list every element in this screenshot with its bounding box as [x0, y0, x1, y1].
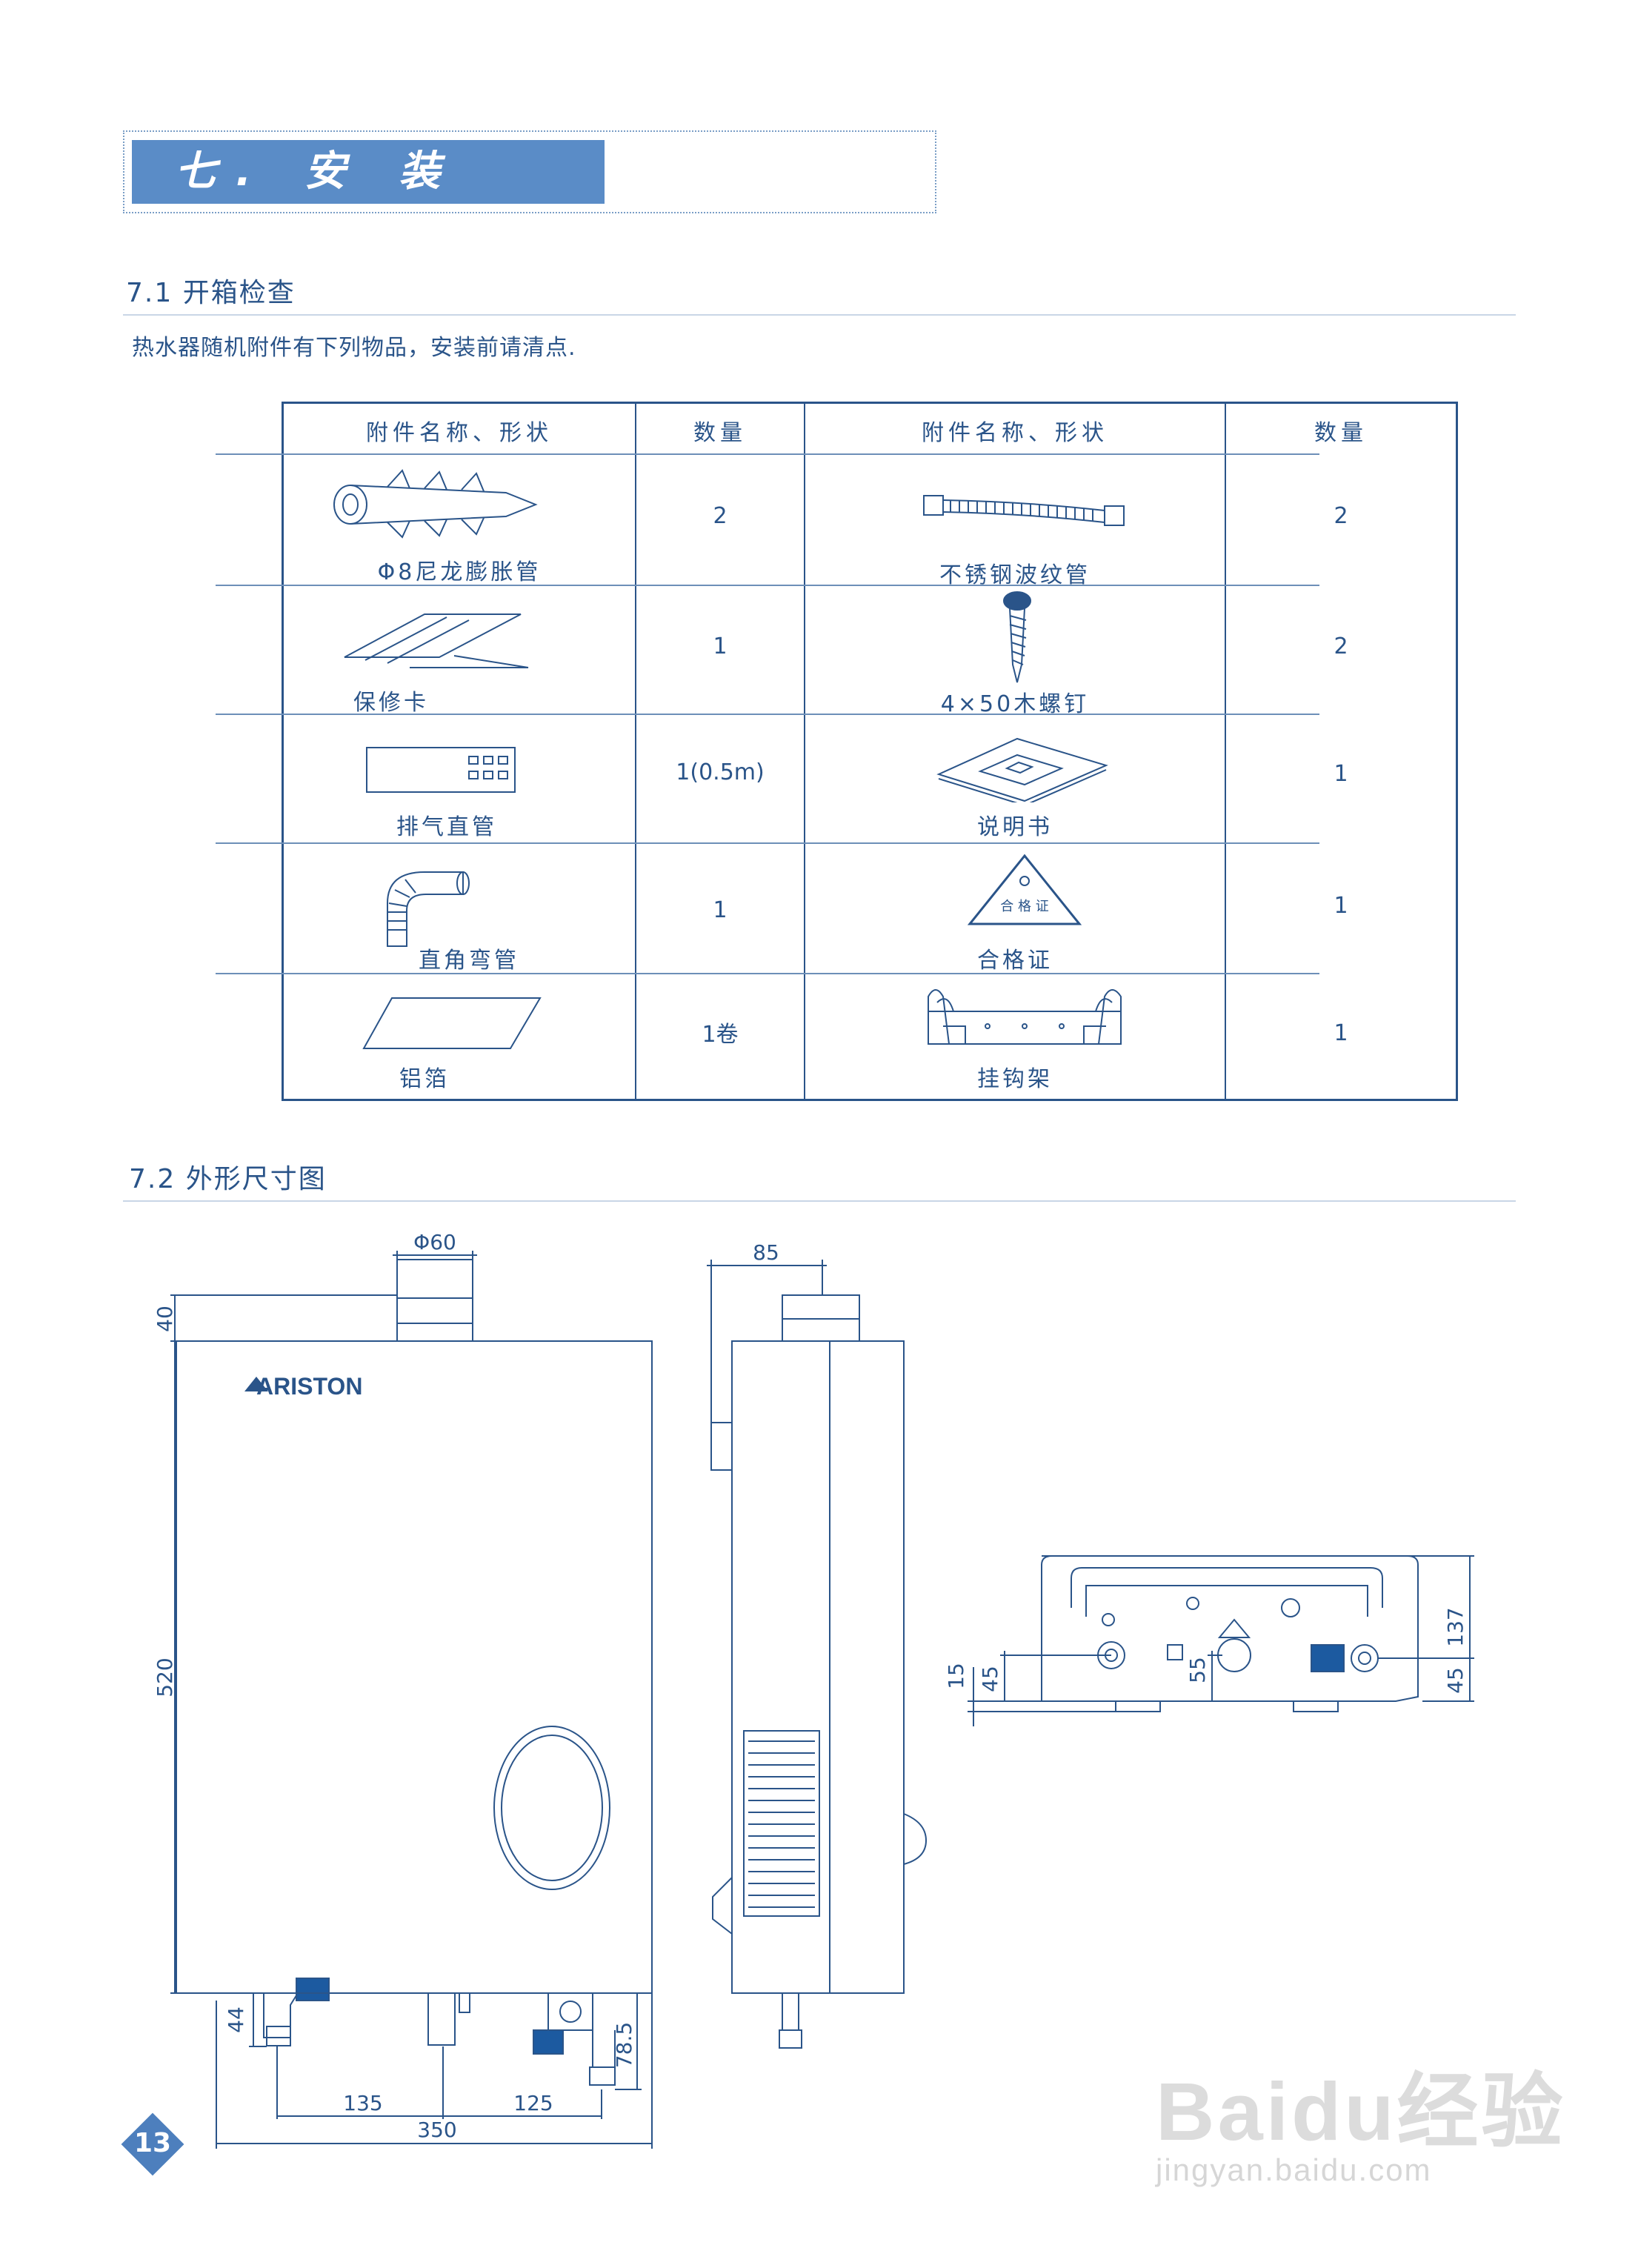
item-qty: 1: [1334, 761, 1348, 787]
col-divider: [804, 404, 805, 1099]
header-qty-left: 数量: [693, 420, 747, 446]
item-name: 排气直管: [396, 814, 497, 840]
item-qty: 1卷: [702, 1022, 739, 1048]
dim-body-height: 520: [153, 1657, 177, 1697]
section-7-2-title: 7.2 外形尺寸图: [129, 1164, 327, 1194]
item-name: 铝箔: [399, 1066, 450, 1092]
dim-bottom-15: 15: [944, 1663, 968, 1689]
section-banner-frame: [123, 130, 936, 213]
warranty-card-icon: [344, 613, 529, 668]
dim-span-2: 125: [513, 2091, 553, 2115]
nylon-anchor-icon: [333, 469, 538, 539]
item-qty: 1: [1334, 893, 1348, 919]
row-divider: [216, 585, 1319, 586]
row-divider: [216, 453, 1319, 455]
header-name-right: 附件名称、形状: [922, 420, 1108, 446]
dim-valve-height: 78.5: [612, 2022, 636, 2068]
dim-width: 350: [417, 2118, 456, 2142]
dim-bottom-45-right: 45: [1443, 1667, 1468, 1694]
item-qty: 1: [1334, 1020, 1348, 1046]
item-qty: 1(0.5m): [676, 759, 765, 785]
watermark-url: jingyan.baidu.com: [1156, 2152, 1432, 2187]
accessories-table: 附件名称、形状 数量 附件名称、形状 数量 Φ8尼龙膨胀管 2 不锈钢波纹管 2…: [216, 402, 1458, 1101]
aluminium-foil-icon: [362, 997, 542, 1049]
item-qty: 2: [1334, 503, 1348, 529]
row-divider: [216, 842, 1319, 844]
section-7-2-rule: [123, 1200, 1516, 1202]
corrugated-hose-icon: [923, 495, 1125, 526]
item-qty: 1: [713, 897, 728, 923]
dim-pipe-height: 44: [224, 2006, 248, 2033]
item-qty: 2: [1334, 633, 1348, 659]
item-name: 4×50木螺钉: [940, 691, 1090, 717]
item-name: 说明书: [977, 814, 1053, 840]
page-number: 13: [133, 2128, 172, 2158]
item-name: 合格证: [977, 948, 1053, 974]
dim-bottom-55: 55: [1185, 1657, 1210, 1683]
certificate-icon-label: 合 格 证: [1000, 899, 1048, 914]
row-divider: [216, 973, 1319, 974]
section-7-1-rule: [123, 314, 1516, 316]
front-view-body: [176, 1340, 653, 1994]
dim-bottom-137: 137: [1443, 1607, 1468, 1646]
brand-logo-text: ARISTON: [256, 1373, 362, 1400]
item-name: 挂钩架: [977, 1066, 1053, 1092]
certificate-icon: 合 格 证: [967, 854, 1082, 925]
dim-bottom-45: 45: [978, 1666, 1002, 1692]
item-name: Φ8尼龙膨胀管: [377, 559, 542, 585]
mounting-bracket-icon: [928, 989, 1122, 1045]
dim-span-1: 135: [343, 2091, 382, 2115]
item-qty: 2: [713, 503, 728, 529]
section-7-1-title: 7.1 开箱检查: [126, 278, 296, 308]
dim-side-depth: 85: [753, 1240, 779, 1265]
manual-icon: [936, 737, 1108, 802]
wood-screw-icon: [1003, 591, 1031, 683]
item-name: 不锈钢波纹管: [939, 562, 1091, 588]
section-title: 七. 安 装: [132, 140, 605, 204]
elbow-pipe-icon: [387, 871, 470, 947]
col-divider: [1225, 404, 1226, 1099]
header-qty-right: 数量: [1314, 420, 1368, 446]
dim-flue-diameter: Φ60: [413, 1230, 456, 1254]
row-divider: [216, 714, 1319, 715]
watermark-brand: Baidu经验: [1156, 2066, 1566, 2158]
item-name: 直角弯管: [419, 948, 519, 974]
vent-slots: [748, 1740, 815, 1908]
item-qty: 1: [713, 633, 728, 659]
dim-top-height: 40: [153, 1306, 177, 1332]
item-name: 保修卡: [353, 690, 429, 716]
intro-text: 热水器随机附件有下列物品，安装前请清点.: [132, 335, 576, 361]
exhaust-pipe-icon: [366, 747, 516, 793]
brand-logo: ARISTON: [244, 1373, 362, 1400]
header-name-left: 附件名称、形状: [366, 420, 553, 446]
col-divider: [635, 404, 636, 1099]
